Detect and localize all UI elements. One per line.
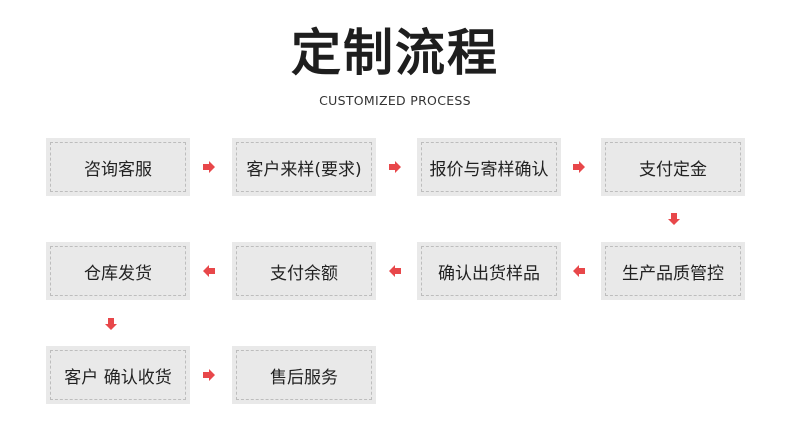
step-warehouse-ship: 仓库发货 [46,242,190,300]
step-quote-sample-confirm: 报价与寄样确认 [417,138,561,196]
step-label: 仓库发货 [84,263,152,284]
arrow-left-icon [573,265,585,277]
arrow-right-icon [203,161,215,173]
step-label: 确认出货样品 [438,263,540,284]
arrow-left-icon [203,265,215,277]
arrow-left-icon [389,265,401,277]
step-label: 售后服务 [270,367,338,388]
step-label: 生产品质管控 [622,263,724,284]
page-subtitle: CUSTOMIZED PROCESS [319,93,471,108]
step-label: 支付定金 [639,159,707,180]
step-client-sample: 客户来样(要求) [232,138,376,196]
step-pay-balance: 支付余额 [232,242,376,300]
arrow-right-icon [203,369,215,381]
arrow-down-icon [668,213,680,225]
step-label: 支付余额 [270,263,338,284]
step-consult-service: 咨询客服 [46,138,190,196]
step-label: 客户来样(要求) [246,159,362,180]
step-label: 报价与寄样确认 [429,159,549,180]
step-confirm-shipment-sample: 确认出货样品 [417,242,561,300]
step-label: 客户 确认收货 [64,367,172,388]
arrow-right-icon [573,161,585,173]
step-after-sales: 售后服务 [232,346,376,404]
step-client-confirm-receipt: 客户 确认收货 [46,346,190,404]
step-label: 咨询客服 [84,159,152,180]
page-title: 定制流程 [291,24,499,82]
step-pay-deposit: 支付定金 [601,138,745,196]
arrow-down-icon [105,318,117,330]
arrow-right-icon [389,161,401,173]
step-quality-control: 生产品质管控 [601,242,745,300]
